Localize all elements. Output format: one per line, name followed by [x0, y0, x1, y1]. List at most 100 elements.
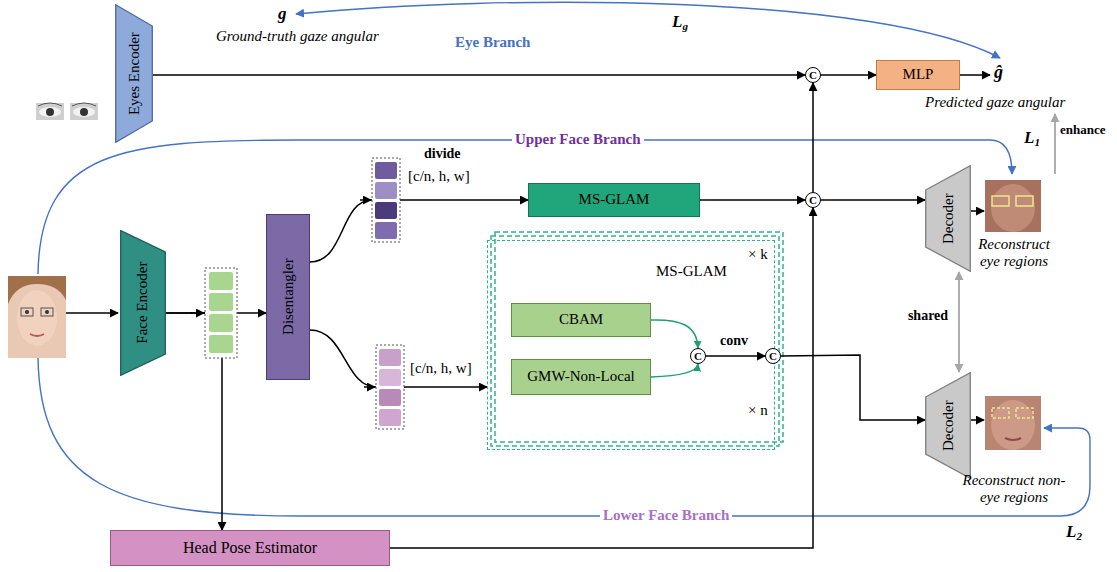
enhance-arrow — [1054, 114, 1056, 174]
connector-arrow — [310, 200, 528, 262]
branch-name: Upper Face Branch — [512, 131, 644, 147]
node-text: Face Encoder — [134, 262, 151, 344]
trapezoid-shape — [116, 5, 153, 143]
annotation: Ground-truth gaze angular — [216, 28, 379, 44]
node-text: C — [809, 70, 817, 81]
encoder-trapezoid: Eyes Encoder — [115, 4, 153, 143]
gaze-loss-arc — [296, 2, 1000, 58]
annotation: divide — [424, 146, 461, 161]
node-text: MS-GLAM — [579, 191, 650, 208]
mlp-box: MLP — [876, 60, 960, 90]
label-slot: shared — [905, 308, 951, 324]
node-text: Eyes Encoder — [125, 32, 142, 115]
branch-name: Eye Branch — [455, 34, 530, 50]
stack-outline — [495, 232, 783, 442]
eye-photo — [70, 103, 98, 120]
label-slot: Predicted gaze angular — [925, 94, 1065, 111]
connector-arrow — [821, 199, 925, 201]
label-slot: Lg — [672, 12, 688, 33]
node-text: C — [694, 351, 702, 362]
stack-outline — [491, 236, 779, 446]
node-text: Decoder — [939, 400, 956, 451]
module-box: MS-GLAM — [528, 183, 700, 217]
label-slot: × k — [748, 246, 768, 263]
dimension: [c/n, h, w] — [410, 360, 472, 376]
label-slot: divide — [424, 146, 461, 162]
label-slot: L1 — [1024, 128, 1040, 149]
subscript: 1 — [1034, 136, 1040, 148]
repeat-count: × n — [748, 402, 768, 418]
attention-box: CBAM — [511, 303, 651, 337]
output-arrow — [971, 419, 984, 421]
node-text: Decoder — [939, 193, 956, 244]
connector-arrow — [390, 208, 813, 548]
label-slot: Ground-truth gaze angular — [216, 28, 379, 45]
label-slot: Reconstruct eye regions — [972, 236, 1056, 271]
feature-vector — [372, 158, 400, 242]
reconstructed-face-image — [985, 396, 1041, 450]
concat-circle: C — [805, 192, 821, 208]
feature-vector — [376, 345, 404, 429]
label-slot: Lower Face Branch — [600, 507, 732, 524]
connector-arrow — [310, 330, 487, 387]
label-slot: Upper Face Branch — [512, 131, 644, 148]
image-caption: Reconstruct non-eye regions — [963, 472, 1066, 505]
node-text: MS-GLAM — [656, 263, 727, 280]
loss-symbol: L2 — [1066, 522, 1082, 541]
image-caption: Reconstruct eye regions — [978, 236, 1050, 269]
label-slot: [c/n, h, w] — [410, 360, 472, 377]
annotation: enhance — [1060, 122, 1106, 137]
edge-label: shared — [905, 308, 951, 323]
edge-label: conv — [717, 333, 751, 348]
reconstructed-eye-image — [985, 180, 1041, 232]
subscript: g — [682, 20, 688, 32]
connector-arrow — [812, 83, 814, 192]
connector-arrow — [651, 320, 698, 348]
label-slot: g — [278, 4, 287, 24]
node-text: GMW-Non-Local — [527, 368, 634, 385]
node-text: MLP — [903, 66, 934, 83]
label-slot: L2 — [1066, 522, 1082, 543]
loss-symbol: Lg — [672, 12, 688, 31]
branch-name: Lower Face Branch — [600, 507, 732, 523]
connector-arrow — [651, 364, 698, 377]
attention-box: GMW-Non-Local — [511, 359, 651, 395]
encoder-trapezoid: Face Encoder — [120, 230, 166, 376]
face-photo — [8, 276, 66, 358]
subscript: 2 — [1076, 530, 1082, 542]
label-slot: enhance — [1060, 122, 1106, 138]
connector-arrow — [958, 272, 960, 372]
label-slot: ĝ — [994, 62, 1003, 83]
label-slot: × n — [748, 402, 768, 419]
node-text: Head Pose Estimator — [183, 539, 317, 557]
feature-vector — [205, 268, 237, 358]
node-text: C — [769, 351, 777, 362]
eye-photo — [36, 103, 64, 120]
loss-symbol: L1 — [1024, 128, 1040, 147]
connector-arrow — [153, 74, 805, 76]
repeat-count: × k — [748, 246, 768, 262]
connector-arrow — [706, 355, 765, 357]
annotation: Predicted gaze angular — [925, 94, 1065, 110]
connector-arrow — [700, 199, 805, 201]
concat-circle: C — [765, 348, 781, 364]
symbol: g — [278, 4, 287, 23]
decoder-trapezoid: Decoder — [925, 165, 971, 272]
connector-arrow — [821, 74, 876, 76]
trapezoid-shape — [926, 373, 971, 479]
disentangler-box: Disentangler — [266, 214, 310, 380]
label-slot: Eye Branch — [455, 34, 530, 51]
concat-circle: C — [805, 67, 821, 83]
trapezoid-shape — [121, 231, 166, 376]
label-slot: Reconstruct non-eye regions — [962, 472, 1066, 507]
dimension: [c/n, h, w] — [408, 168, 470, 184]
node-text: C — [809, 195, 817, 206]
estimator-box: Head Pose Estimator — [110, 530, 390, 566]
output-arrow — [960, 74, 990, 76]
node-text: CBAM — [559, 311, 603, 328]
concat-circle: C — [690, 348, 706, 364]
label-slot: conv — [717, 333, 751, 349]
